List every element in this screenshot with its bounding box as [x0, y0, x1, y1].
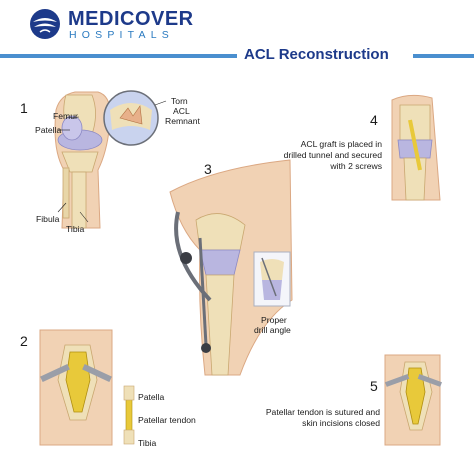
- label-tibia: Tibia: [66, 224, 85, 234]
- step-4-caption: ACL graft is placed in drilled tunnel an…: [262, 139, 382, 172]
- step-5-number: 5: [370, 378, 378, 394]
- label-torn: Torn: [171, 96, 188, 106]
- medicover-logo-icon: [30, 9, 60, 39]
- label-acl: ACL: [173, 106, 190, 116]
- label-remnant: Remnant: [165, 116, 200, 126]
- step-2-number: 2: [20, 333, 28, 349]
- step-1-number: 1: [20, 100, 28, 116]
- step-3-number: 3: [204, 161, 212, 177]
- step-4-number: 4: [370, 112, 378, 128]
- tibial-drilling-illustration: [169, 159, 293, 376]
- closure-illustration: [384, 354, 442, 446]
- label-proper: Proper: [261, 315, 287, 325]
- drill-angle-inset: [253, 251, 291, 307]
- brand-subtitle: HOSPITALS: [69, 29, 174, 41]
- step-4-caption-line-2: drilled tunnel and secured: [283, 150, 382, 160]
- title-rule-left: [0, 54, 237, 58]
- knee-anatomy-illustration: [54, 91, 111, 229]
- step-4-caption-line-3: with 2 screws: [330, 161, 382, 171]
- tendon-harvest-illustration: [39, 329, 113, 446]
- step-5-caption-line-2: skin incisions closed: [302, 418, 380, 428]
- title-rule-right: [413, 54, 474, 58]
- bone-tendon-graft-illustration: [123, 385, 135, 445]
- label-patella: Patella: [35, 125, 62, 135]
- page-title: ACL Reconstruction: [244, 46, 389, 63]
- step-5-caption-line-1: Patellar tendon is sutured and: [265, 407, 380, 417]
- step-5-caption: Patellar tendon is sutured and skin inci…: [240, 407, 380, 429]
- graft-fixation-illustration: [391, 94, 441, 201]
- step-4-caption-line-1: ACL graft is placed in: [300, 139, 382, 149]
- torn-acl-magnified-inset: [103, 90, 167, 146]
- label-graft-tibia: Tibia: [138, 438, 157, 448]
- label-femur: Femur: [53, 111, 78, 121]
- brand-name: MEDICOVER: [68, 8, 194, 30]
- label-patellar-tendon: Patellar tendon: [138, 415, 196, 425]
- label-fibula: Fibula: [36, 214, 60, 224]
- label-graft-patella: Patella: [138, 392, 165, 402]
- label-drill-angle: drill angle: [254, 325, 291, 335]
